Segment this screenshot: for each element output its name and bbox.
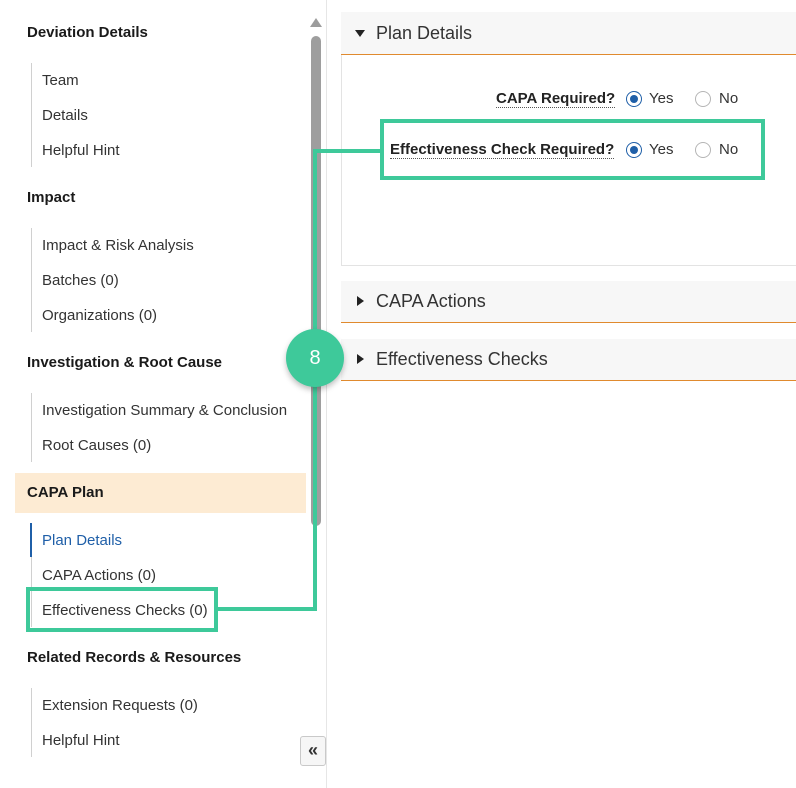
sidebar-item-team[interactable]: Team xyxy=(42,72,79,89)
active-item-indicator xyxy=(30,523,32,557)
capa-required-yes-label[interactable]: Yes xyxy=(649,90,674,107)
section-divider xyxy=(31,688,32,757)
effectiveness-check-required-label: Effectiveness Check Required? xyxy=(390,141,615,159)
expanded-caret-icon[interactable] xyxy=(355,30,365,37)
sidebar-item-plan-details[interactable]: Plan Details xyxy=(42,532,123,549)
collapse-sidebar-button[interactable]: « xyxy=(300,736,326,766)
effectiveness-checks-panel-header[interactable] xyxy=(341,339,796,381)
section-investigation-root-cause[interactable]: Investigation & Root Cause xyxy=(27,354,223,371)
callout-connector xyxy=(313,149,381,153)
capa-required-label: CAPA Required? xyxy=(496,90,616,108)
section-capa-plan[interactable]: CAPA Plan xyxy=(27,484,104,501)
active-section-highlight xyxy=(15,473,306,513)
sidebar-item-capa-actions[interactable]: CAPA Actions (0) xyxy=(42,567,156,584)
effectiveness-check-yes-radio[interactable] xyxy=(626,142,642,158)
sidebar-item-investigation-summary[interactable]: Investigation Summary & Conclusion xyxy=(42,402,288,419)
effectiveness-check-yes-label[interactable]: Yes xyxy=(649,141,674,158)
capa-required-yes-radio[interactable] xyxy=(626,91,642,107)
section-divider xyxy=(31,228,32,332)
section-divider xyxy=(31,63,32,167)
sidebar-item-details[interactable]: Details xyxy=(42,107,88,124)
sidebar-item-impact-risk-analysis[interactable]: Impact & Risk Analysis xyxy=(42,237,194,254)
section-deviation-details[interactable]: Deviation Details xyxy=(27,24,148,41)
effectiveness-check-no-label[interactable]: No xyxy=(719,141,739,158)
section-impact[interactable]: Impact xyxy=(27,189,76,206)
callout-step-badge: 8 xyxy=(286,329,344,387)
plan-details-panel-body xyxy=(341,55,796,266)
callout-connector xyxy=(217,607,317,611)
section-divider xyxy=(31,393,32,462)
sidebar-nav: Deviation Details Team Details Helpful H… xyxy=(0,0,327,788)
sidebar-item-helpful-hint[interactable]: Helpful Hint xyxy=(42,142,120,159)
collapsed-caret-icon[interactable] xyxy=(357,354,364,364)
scroll-up-arrow-icon[interactable] xyxy=(310,18,322,27)
sidebar-item-helpful-hint-2[interactable]: Helpful Hint xyxy=(42,732,120,749)
panel-title-effectiveness-checks[interactable]: Effectiveness Checks xyxy=(376,349,548,369)
callout-highlight-nav-item xyxy=(26,587,218,632)
capa-required-no-label[interactable]: No xyxy=(719,90,739,107)
collapsed-caret-icon[interactable] xyxy=(357,296,364,306)
sidebar-item-extension-requests[interactable]: Extension Requests (0) xyxy=(42,697,198,714)
effectiveness-check-no-radio[interactable] xyxy=(695,142,711,158)
sidebar-item-root-causes[interactable]: Root Causes (0) xyxy=(42,437,152,454)
capa-required-no-radio[interactable] xyxy=(695,91,711,107)
panel-title-plan-details[interactable]: Plan Details xyxy=(376,23,473,43)
section-related-records[interactable]: Related Records & Resources xyxy=(27,649,242,666)
sidebar-item-batches[interactable]: Batches (0) xyxy=(42,272,119,289)
panel-title-capa-actions[interactable]: CAPA Actions xyxy=(376,291,486,311)
callout-highlight-question xyxy=(380,119,765,180)
sidebar-item-effectiveness-checks[interactable]: Effectiveness Checks (0) xyxy=(42,602,208,619)
section-divider xyxy=(31,523,32,627)
sidebar-item-organizations[interactable]: Organizations (0) xyxy=(42,307,158,324)
plan-details-panel-header[interactable] xyxy=(341,12,796,55)
capa-actions-panel-header[interactable] xyxy=(341,281,796,323)
